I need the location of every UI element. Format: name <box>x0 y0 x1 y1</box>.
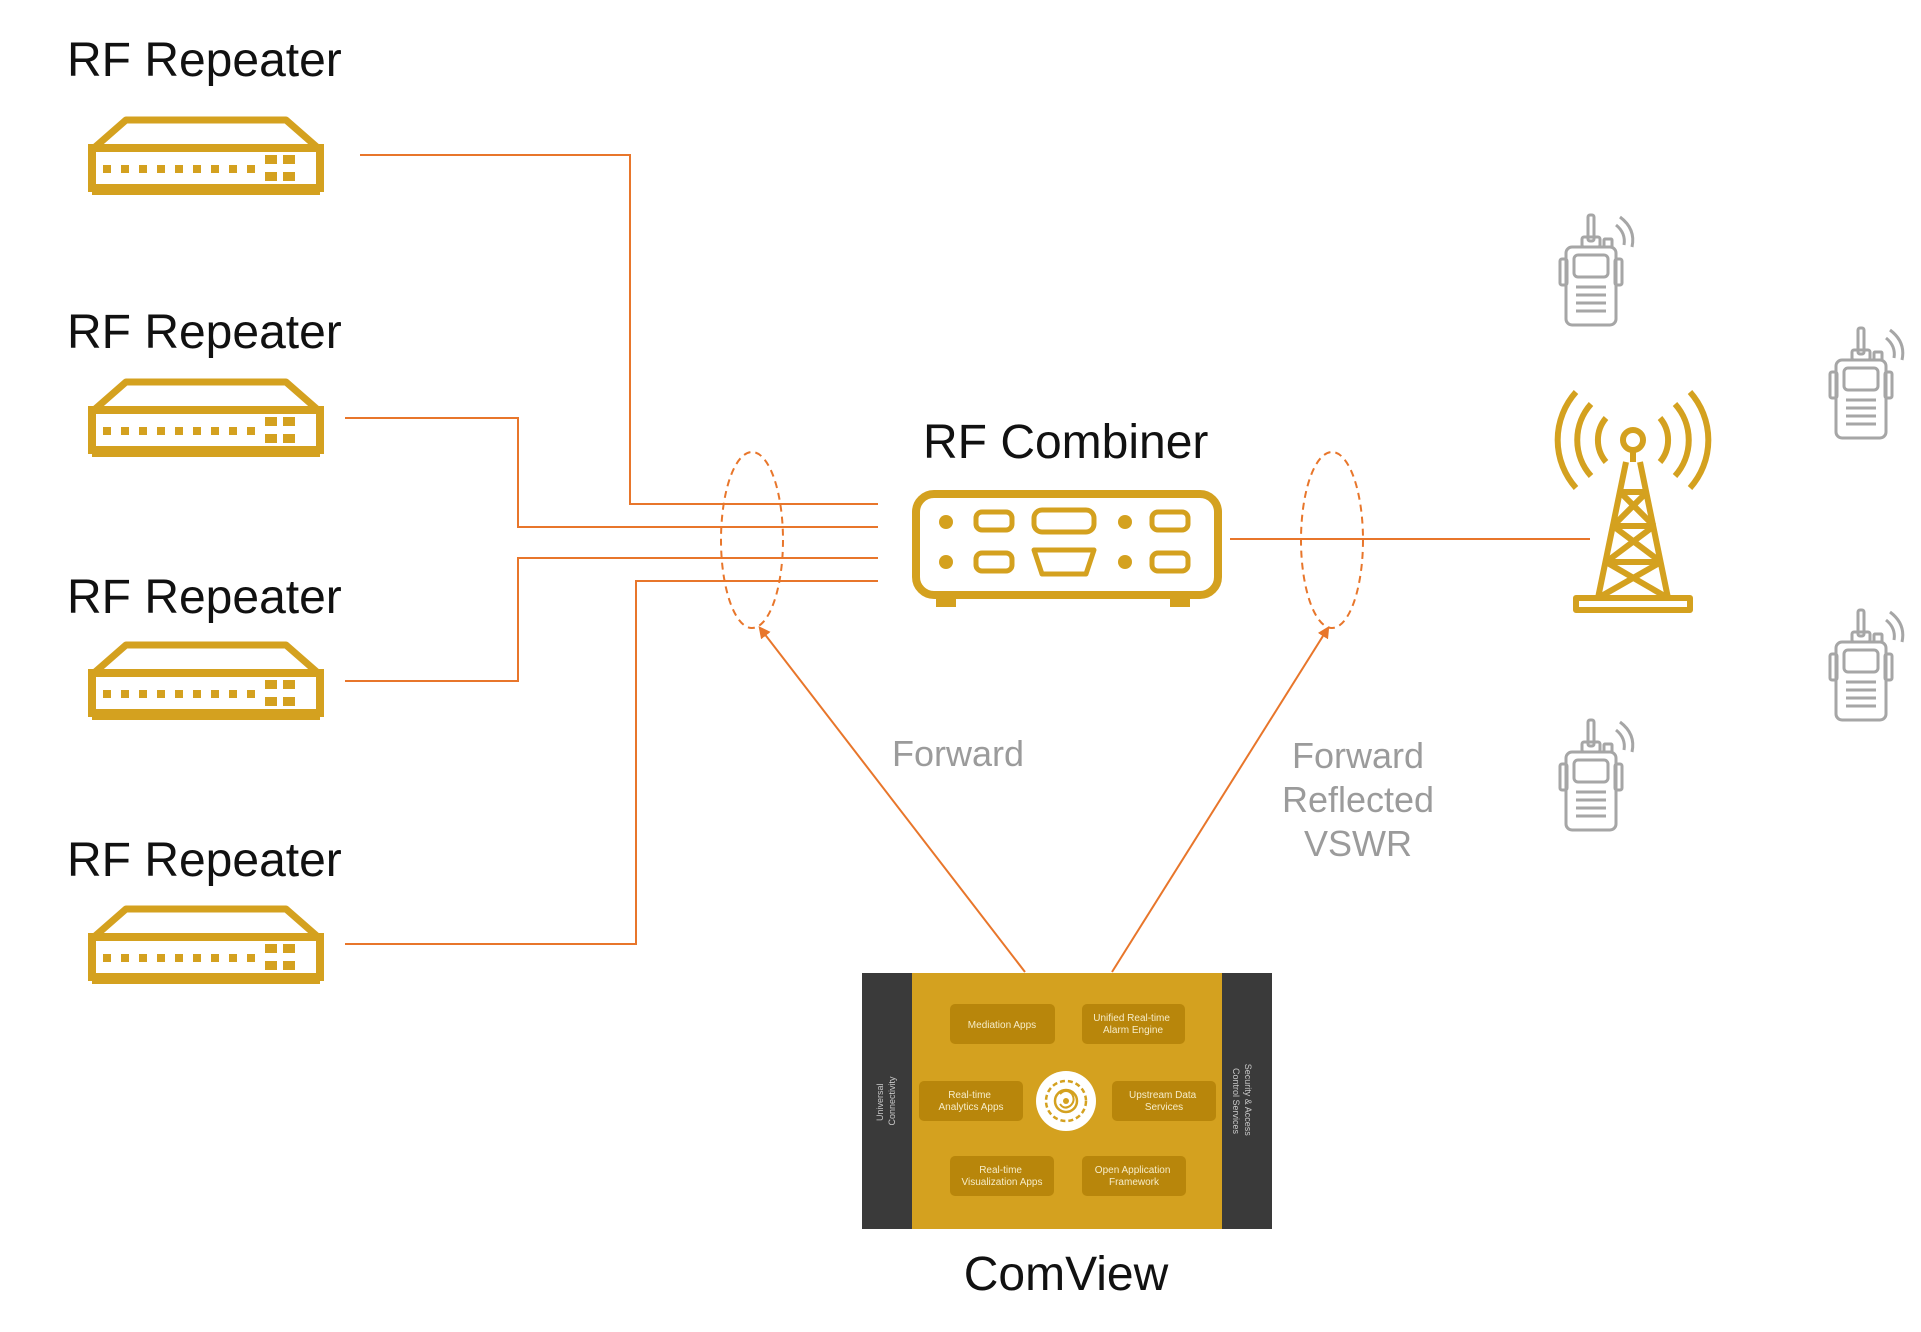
app-tile-text: Visualization Apps <box>962 1177 1043 1188</box>
comview-block: Universal Connectivity Security & Access… <box>862 973 1272 1229</box>
forward-arrow-left <box>758 626 1026 973</box>
network-switch-icon <box>92 645 320 717</box>
app-tile <box>919 1081 1023 1121</box>
feed-line-2 <box>345 417 878 528</box>
svg-text:Upstream Data Services: Upstream Data Services <box>1129 1090 1199 1113</box>
two-way-radio-icon <box>1558 213 1635 327</box>
app-tile <box>1112 1081 1216 1121</box>
repeater-label-1: RF Repeater <box>67 34 342 87</box>
app-tile-text: Unified Real-time <box>1093 1013 1170 1024</box>
right-rail-line-2: Control Services <box>1231 1068 1241 1135</box>
svg-text:Unified Real-time Alarm: Unified Real-time Alarm Engine <box>1093 1013 1172 1036</box>
repeater-label-3: RF Repeater <box>67 571 342 624</box>
right-label-reflected: Reflected <box>1282 779 1434 820</box>
forward-arrow-right <box>1111 625 1330 973</box>
svg-text:Real-time Analytics Apps: Real-time Analytics Apps <box>938 1090 1003 1113</box>
forward-label: Forward <box>892 733 1024 774</box>
svg-text:Security & Access Contro: Security & Access Control Services <box>1231 1064 1253 1139</box>
left-rail-line-1: Universal <box>875 1084 885 1122</box>
app-tile-text: Mediation Apps <box>968 1020 1036 1031</box>
left-rail-line-2: Connectivity <box>887 1076 897 1126</box>
feed-line-4 <box>345 580 878 945</box>
combiner-label: RF Combiner <box>923 416 1208 469</box>
brain-gear-icon <box>1036 1071 1096 1131</box>
right-label-vswr: VSWR <box>1304 823 1412 864</box>
repeater-label-2: RF Repeater <box>67 306 342 359</box>
comview-left-rail <box>862 973 912 1229</box>
svg-text:Mediation Apps: Mediation Apps <box>968 1020 1036 1031</box>
right-rail-line-1: Security & Access <box>1243 1064 1253 1137</box>
app-tile-text: Real-time <box>948 1090 991 1101</box>
comview-label: ComView <box>964 1248 1169 1301</box>
comview-right-rail <box>1222 973 1272 1229</box>
app-tile-text: Services <box>1145 1102 1183 1113</box>
app-tile <box>950 1156 1054 1196</box>
right-coupler-ellipse <box>1300 451 1364 629</box>
network-switch-icon <box>92 909 320 981</box>
app-tile-text: Framework <box>1109 1177 1160 1188</box>
repeater-feed-lines <box>345 154 1590 945</box>
svg-text:Real-time Visualization: Real-time Visualization Apps <box>962 1165 1043 1188</box>
svg-text:Open Application Framewo: Open Application Framework <box>1095 1165 1173 1188</box>
two-way-radio-icon <box>1558 718 1635 832</box>
repeater-label-4: RF Repeater <box>67 834 342 887</box>
app-tile <box>1082 1156 1186 1196</box>
feed-line-3 <box>345 557 878 682</box>
left-coupler-ellipse <box>720 451 784 629</box>
app-tile <box>1082 1004 1185 1044</box>
app-tile <box>950 1004 1055 1044</box>
svg-text:Universal Connectivity: Universal Connectivity <box>875 1076 897 1126</box>
network-switch-icon <box>92 382 320 454</box>
two-way-radio-icon <box>1828 608 1905 722</box>
app-tile-text: Alarm Engine <box>1103 1025 1163 1036</box>
rf-combiner-icon <box>912 490 1222 607</box>
network-switch-icon <box>92 120 320 192</box>
two-way-radio-icon <box>1828 326 1905 440</box>
radio-tower-icon <box>1554 390 1712 613</box>
app-tile-text: Analytics Apps <box>938 1102 1003 1113</box>
right-label-forward: Forward <box>1292 735 1424 776</box>
app-tile-text: Open Application <box>1095 1165 1171 1176</box>
app-tile-text: Real-time <box>979 1165 1022 1176</box>
feed-line-1 <box>360 154 878 505</box>
app-tile-text: Upstream Data <box>1129 1090 1197 1101</box>
